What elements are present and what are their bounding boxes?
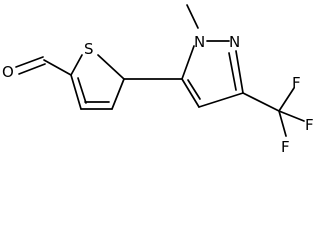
bond-c5p-n1 bbox=[181, 45, 195, 80]
bond-c3-c2 bbox=[70, 74, 82, 110]
structure-diagram: O S N N F F F bbox=[2, 4, 314, 156]
molecule-drawing: O S N N F F F bbox=[2, 4, 314, 156]
fluorine-label-2: F bbox=[305, 116, 314, 134]
bond-n2-c3p bbox=[235, 50, 244, 94]
bond-c4p-c5p-inner bbox=[187, 79, 201, 100]
bond-cf3-f1 bbox=[278, 87, 295, 112]
bond-c3p-cf3 bbox=[242, 92, 280, 112]
bond-c3p-c4p bbox=[198, 92, 244, 108]
nitrogen-label-2: N bbox=[229, 33, 240, 51]
bond-cho-ring bbox=[43, 59, 72, 76]
oxygen-label: O bbox=[2, 63, 14, 81]
nitrogen-label-1: N bbox=[194, 33, 205, 51]
bond-cf3-f3 bbox=[278, 110, 287, 137]
bond-c2-s bbox=[70, 54, 83, 76]
bond-c3-c2-inner bbox=[77, 77, 87, 104]
sulfur-label: S bbox=[84, 40, 94, 58]
bond-c5-c4 bbox=[111, 78, 125, 110]
bond-cf3-f2 bbox=[278, 110, 305, 122]
fluorine-label-3: F bbox=[281, 138, 290, 156]
fluorine-label-1: F bbox=[292, 74, 301, 92]
bond-co-double-b bbox=[18, 63, 46, 75]
bond-co-double-a bbox=[15, 56, 44, 68]
bond-c4p-c5p bbox=[181, 78, 200, 108]
bond-s-c5 bbox=[97, 54, 125, 80]
bond-n-methyl bbox=[186, 4, 199, 29]
bond-n2-c3p-inner bbox=[228, 52, 237, 91]
